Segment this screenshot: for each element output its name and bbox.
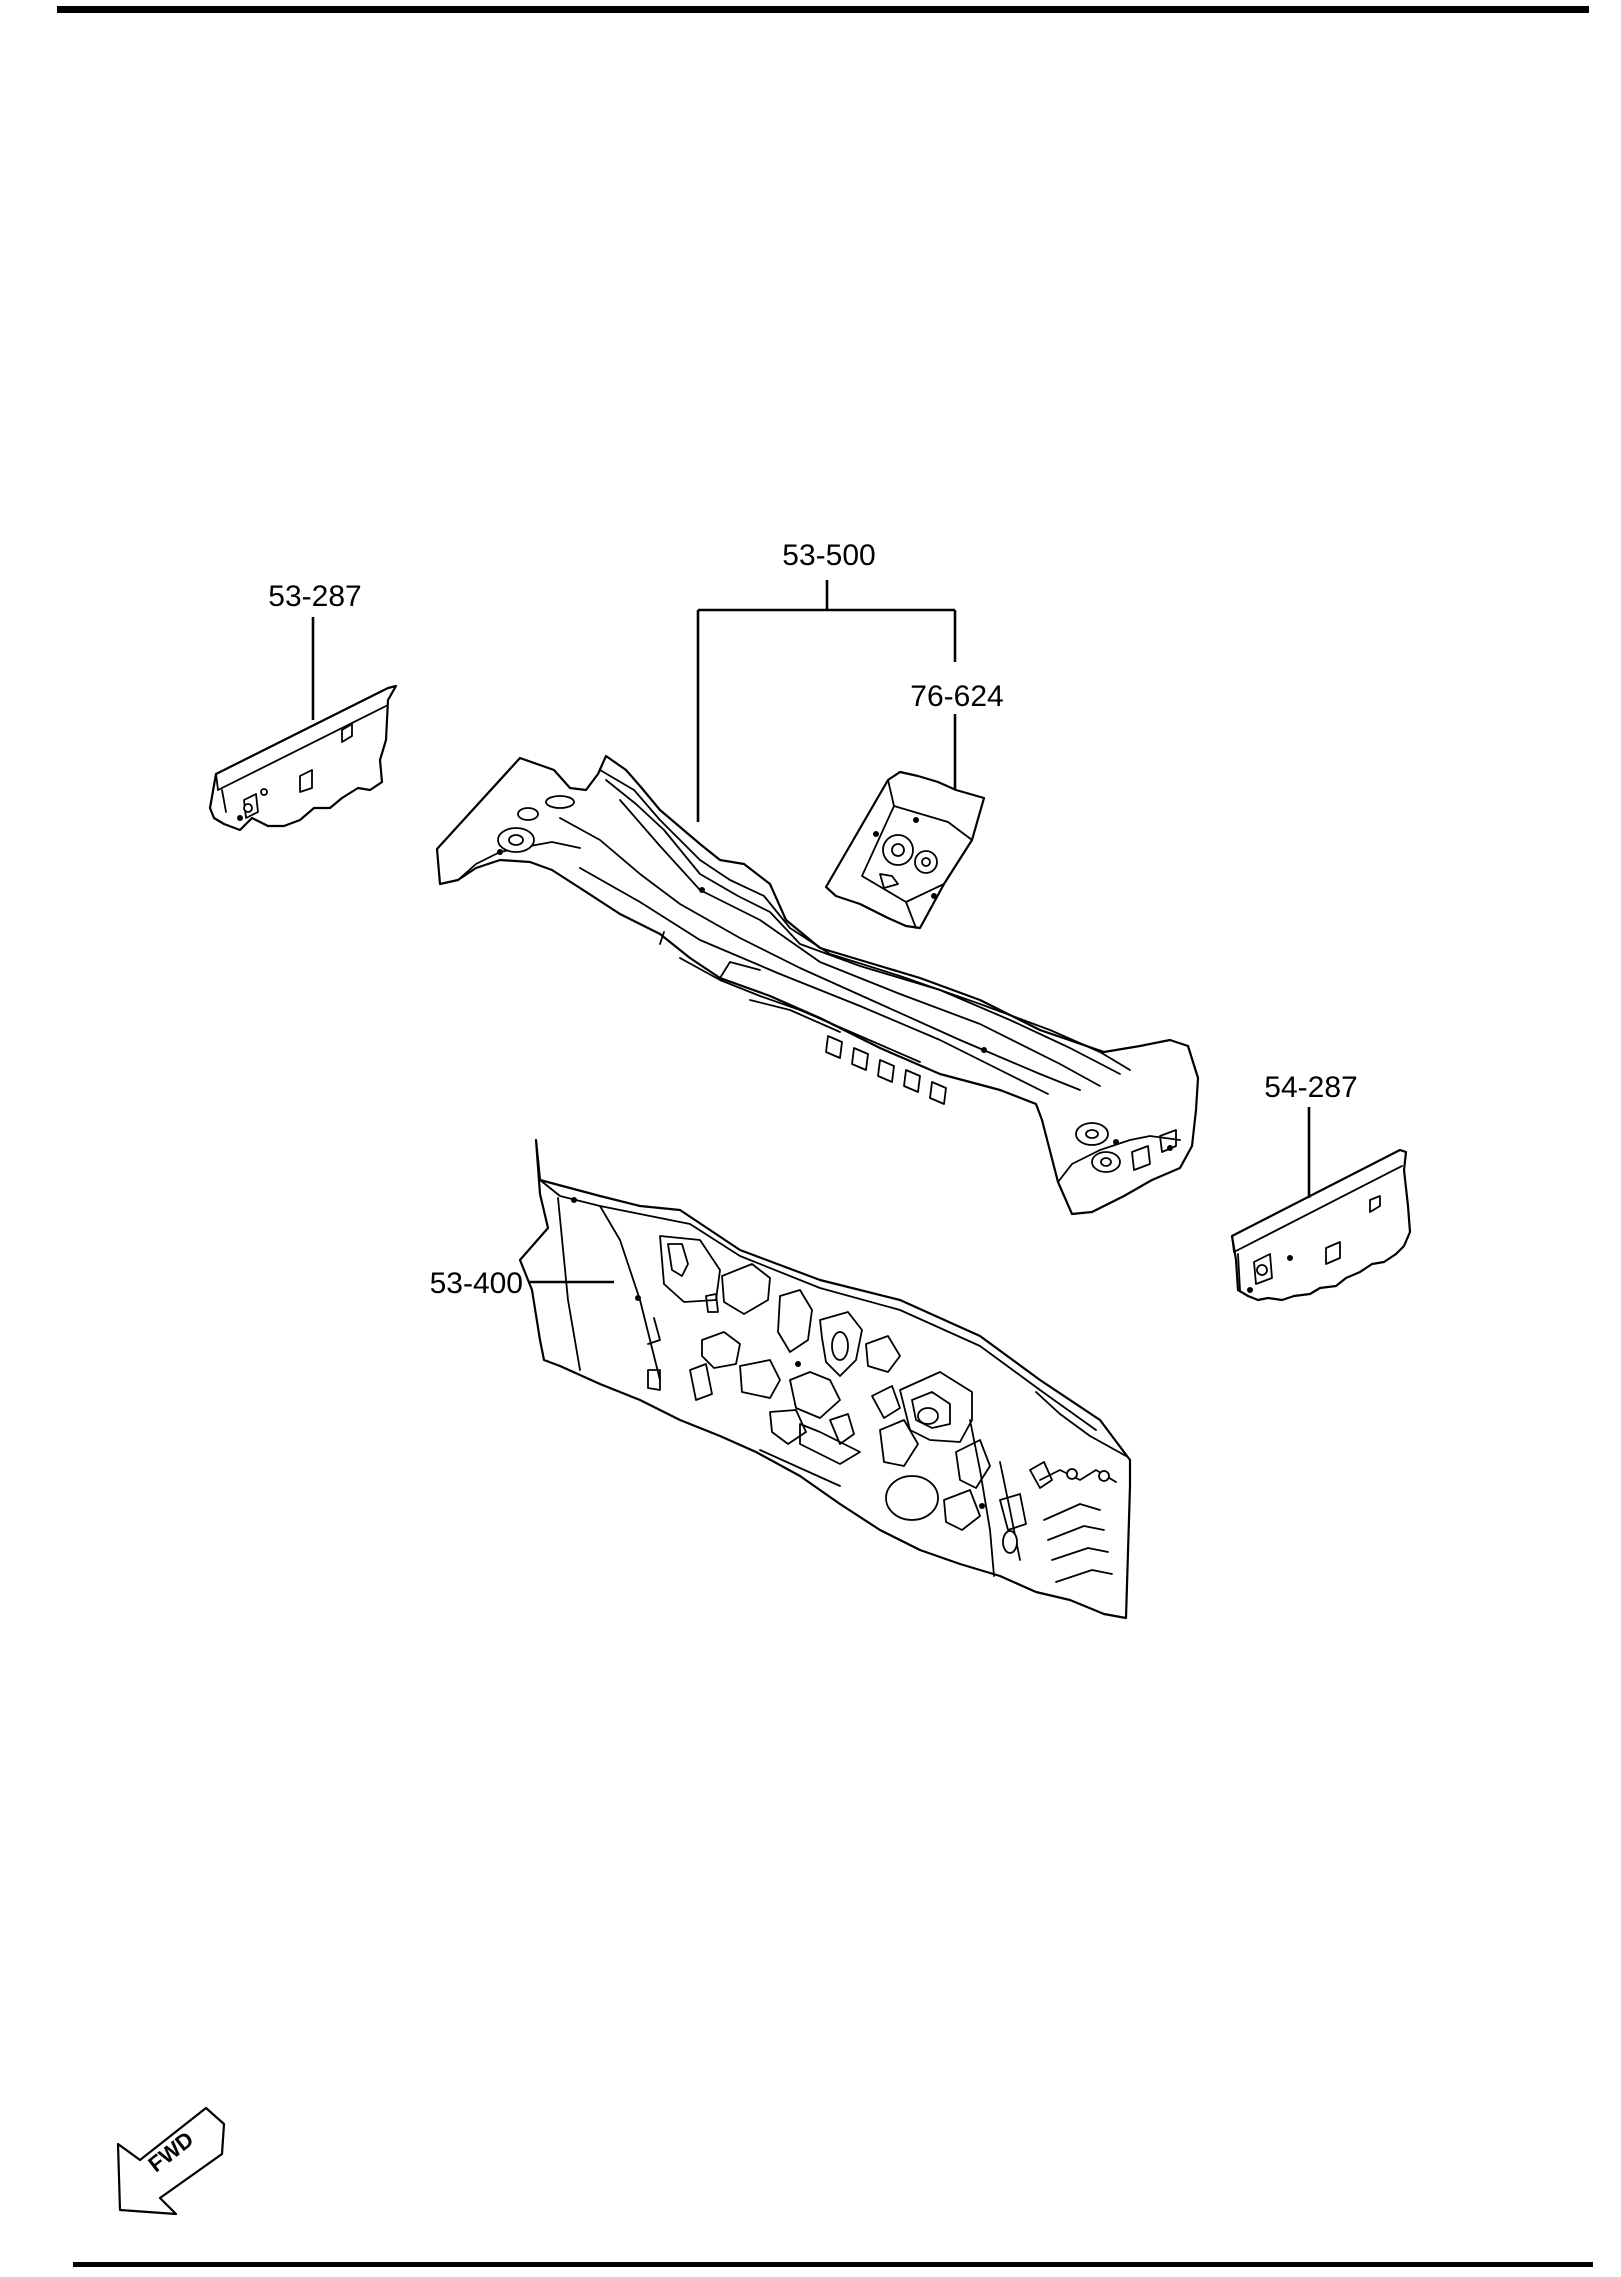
bottom-rule xyxy=(73,2262,1593,2267)
bracket-part xyxy=(824,770,986,930)
top-rule xyxy=(57,6,1589,13)
arrow-left-down-icon xyxy=(116,2106,226,2216)
label-bracket: 76-624 xyxy=(910,680,1003,713)
label-left-gusset: 53-287 xyxy=(268,580,361,613)
leader-lines xyxy=(311,580,1311,1284)
label-front-crossmember: 53-500 xyxy=(782,539,875,572)
label-dash-panel: 53-400 xyxy=(430,1267,523,1300)
label-right-gusset: 54-287 xyxy=(1264,1071,1357,1104)
fwd-indicator: FWD xyxy=(116,2106,226,2216)
dash-panel-part xyxy=(518,1138,1132,1620)
right-gusset-part xyxy=(1230,1148,1412,1302)
left-gusset-part xyxy=(208,684,398,832)
front-crossmember-part xyxy=(435,754,1200,1216)
